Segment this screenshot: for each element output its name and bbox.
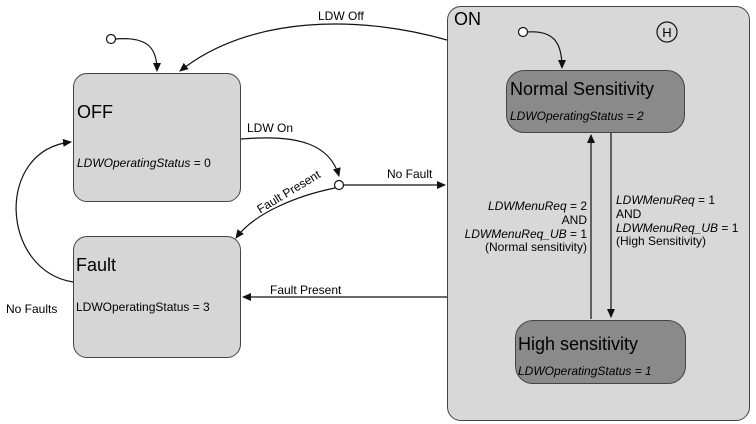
label-to-normal-note: (Normal sensitivity) (484, 240, 587, 255)
state-off-var: LDWOperatingStatus (77, 156, 191, 170)
state-high-title: High sensitivity (518, 334, 639, 354)
label-no-fault: No Fault (387, 167, 433, 181)
label-to-normal-req: LDWMenuReq (487, 199, 567, 213)
transition-fault-present-junction[interactable] (235, 187, 336, 239)
state-fault-title: Fault (76, 255, 117, 275)
transition-ldw-on[interactable] (240, 137, 341, 177)
label-ldw-off: LDW Off (318, 9, 364, 23)
label-to-normal-req-val: = 2 (566, 199, 587, 213)
state-on-title: ON (454, 9, 481, 29)
state-fault[interactable] (73, 236, 241, 358)
label-fault-present-on: Fault Present (270, 283, 342, 297)
label-to-normal-line3: LDWMenuReq_UB = 1 (440, 226, 587, 242)
transition-no-faults[interactable] (15, 138, 74, 283)
off-default-dot (105, 33, 117, 45)
normal-default-transition[interactable] (526, 31, 566, 69)
history-junction[interactable] (656, 21, 678, 43)
label-to-high-line1: LDWMenuReq = 1 (616, 193, 738, 208)
state-high-action: LDWOperatingStatus = 1 (518, 364, 652, 378)
normal-default-dot (517, 26, 529, 38)
label-to-high-line3: LDWMenuReq_UB = 1 (616, 220, 739, 236)
label-to-normal-ub: LDWMenuReq_UB (464, 226, 567, 241)
label-ldw-on: LDW On (247, 121, 294, 135)
label-to-high-note: (High Sensitivity) (616, 234, 707, 249)
state-fault-action: LDWOperatingStatus = 3 (76, 300, 210, 314)
connective-junction[interactable] (333, 179, 345, 191)
state-off-action: LDWOperatingStatus = 0 (77, 157, 211, 169)
state-high-sensitivity[interactable] (515, 320, 686, 384)
label-to-high-and: AND (616, 206, 642, 221)
label-to-normal-ub-val: = 1 (566, 226, 587, 241)
state-off-val: = 0 (190, 156, 211, 170)
label-to-normal-line1: LDWMenuReq = 2 (440, 199, 587, 214)
label-to-high: LDWMenuReq = 1 AND LDWMenuReq_UB = 1 (Hi… (616, 193, 739, 249)
label-no-faults: No Faults (6, 302, 58, 316)
state-normal-action: LDWOperatingStatus = 2 (510, 109, 644, 123)
label-to-normal: LDWMenuReq = 2 AND LDWMenuReq_UB = 1 (No… (440, 199, 587, 255)
history-symbol: H (662, 25, 671, 40)
state-off-title: OFF (77, 102, 113, 122)
label-to-high-ub: LDWMenuReq_UB (616, 220, 719, 235)
off-default-transition[interactable] (114, 38, 161, 72)
state-normal-sensitivity[interactable] (506, 70, 685, 133)
state-normal-title: Normal Sensitivity (510, 79, 655, 99)
state-off[interactable] (73, 73, 241, 202)
label-to-high-ub-val: = 1 (718, 220, 739, 235)
transition-ldw-off[interactable] (179, 23, 448, 72)
label-to-normal-and: AND (561, 212, 587, 227)
label-to-high-req: LDWMenuReq (616, 193, 695, 207)
label-to-high-req-val: = 1 (694, 193, 716, 207)
